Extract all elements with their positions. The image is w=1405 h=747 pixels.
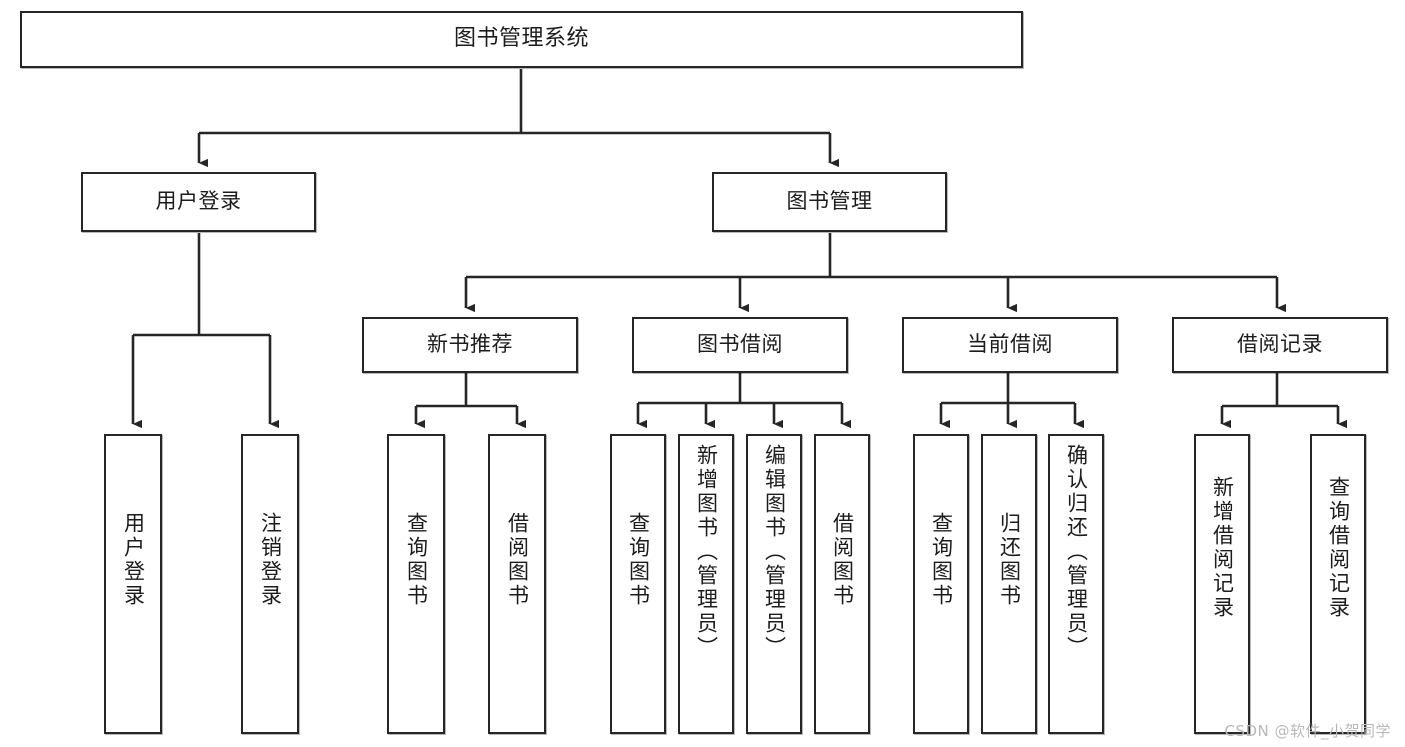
- node-leaf-user-login[interactable]: 用户登录: [104, 434, 162, 734]
- node-leaf-query-record-label: 查询借阅记录: [1326, 476, 1351, 620]
- node-leaf-user-login-label: 用户登录: [121, 512, 146, 608]
- node-leaf-confirm-return[interactable]: 确认归还（管理员）: [1048, 434, 1104, 734]
- node-leaf-query-record[interactable]: 查询借阅记录: [1310, 434, 1366, 734]
- node-leaf-add-record[interactable]: 新增借阅记录: [1194, 434, 1250, 734]
- node-leaf-query-book-1[interactable]: 查询图书: [387, 434, 445, 734]
- node-borrow-record-label: 借阅记录: [1237, 332, 1323, 357]
- node-borrow-record[interactable]: 借阅记录: [1172, 317, 1388, 373]
- node-leaf-user-logout[interactable]: 注销登录: [241, 434, 299, 734]
- node-new-book-rec-label: 新书推荐: [427, 332, 513, 357]
- node-book-borrow-label: 图书借阅: [697, 332, 783, 357]
- node-leaf-user-logout-label: 注销登录: [258, 512, 283, 608]
- node-leaf-add-record-label: 新增借阅记录: [1210, 476, 1235, 620]
- node-leaf-return-book-label: 归还图书: [997, 512, 1022, 608]
- node-leaf-borrow-book-2[interactable]: 借阅图书: [814, 434, 870, 734]
- node-current-borrow-label: 当前借阅: [967, 332, 1053, 357]
- node-leaf-borrow-book-1-label: 借阅图书: [505, 512, 530, 608]
- node-leaf-borrow-book-2-label: 借阅图书: [830, 512, 855, 608]
- node-book-borrow[interactable]: 图书借阅: [632, 317, 848, 373]
- node-user-login-label: 用户登录: [155, 189, 242, 214]
- node-new-book-rec[interactable]: 新书推荐: [362, 317, 578, 373]
- node-current-borrow[interactable]: 当前借阅: [902, 317, 1118, 373]
- node-leaf-query-book-2-label: 查询图书: [626, 512, 651, 608]
- node-leaf-query-book-3[interactable]: 查询图书: [913, 434, 969, 734]
- watermark-text: CSDN @软件_小贺同学: [1224, 722, 1391, 740]
- node-leaf-add-book-label: 新增图书（管理员）: [694, 444, 719, 660]
- node-book-manage[interactable]: 图书管理: [712, 172, 947, 232]
- node-leaf-return-book[interactable]: 归还图书: [981, 434, 1037, 734]
- node-root-label: 图书管理系统: [453, 26, 589, 52]
- node-user-login[interactable]: 用户登录: [81, 172, 316, 232]
- node-leaf-edit-book-label: 编辑图书（管理员）: [762, 444, 787, 660]
- node-root[interactable]: 图书管理系统: [20, 11, 1023, 68]
- node-leaf-query-book-2[interactable]: 查询图书: [610, 434, 666, 734]
- node-leaf-confirm-return-label: 确认归还（管理员）: [1064, 444, 1089, 660]
- node-leaf-add-book[interactable]: 新增图书（管理员）: [678, 434, 734, 734]
- node-leaf-query-book-3-label: 查询图书: [929, 512, 954, 608]
- node-leaf-borrow-book-1[interactable]: 借阅图书: [488, 434, 546, 734]
- node-leaf-edit-book[interactable]: 编辑图书（管理员）: [746, 434, 802, 734]
- node-leaf-query-book-1-label: 查询图书: [404, 512, 429, 608]
- node-book-manage-label: 图书管理: [786, 189, 873, 214]
